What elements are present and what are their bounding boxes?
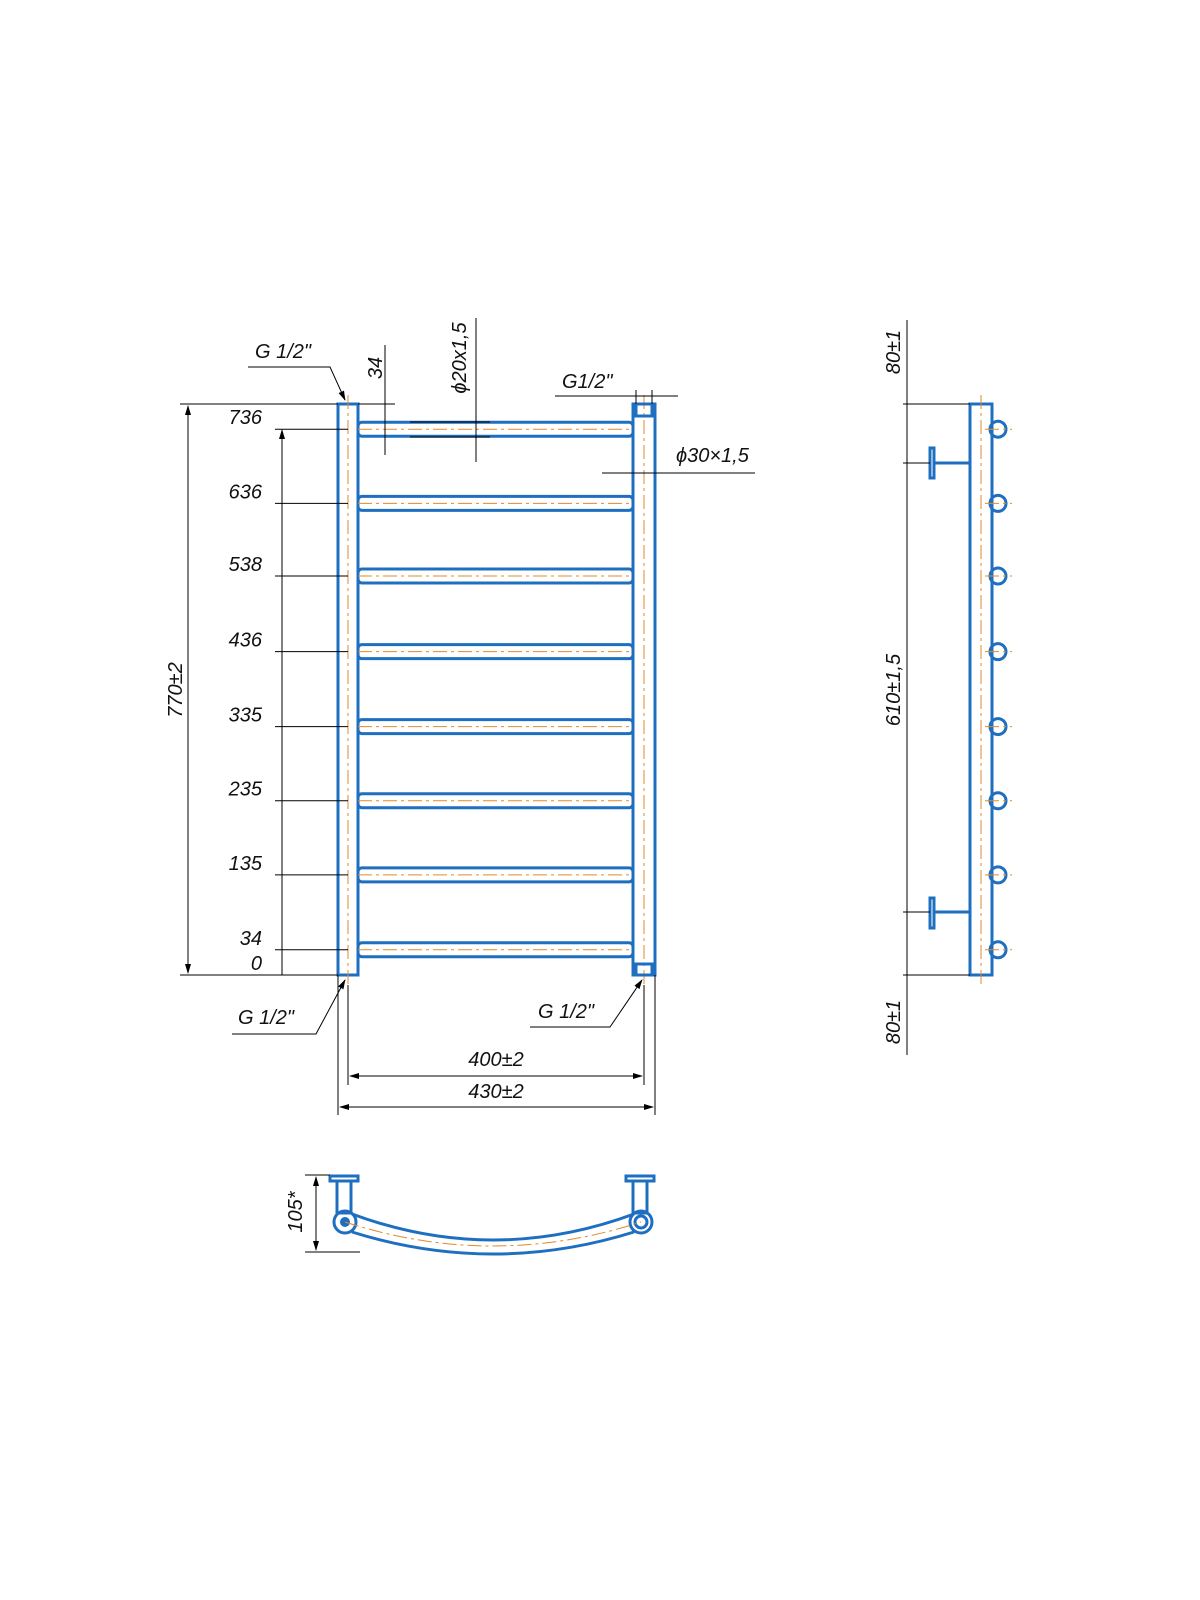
right-top-fitting <box>634 402 654 418</box>
side-mount-spacing-label: 610±1,5 <box>883 653 905 726</box>
height-levels: 736 636 538 436 335 235 135 34 0 <box>228 407 348 976</box>
level-label: 135 <box>229 853 263 875</box>
wall-bracket-bottom <box>928 896 970 930</box>
level-label: 736 <box>229 407 263 429</box>
level-label: 636 <box>229 481 263 503</box>
level-label: 0 <box>251 953 262 975</box>
thread-bottom-left-label: G 1/2" <box>238 1007 295 1029</box>
towel-bars <box>356 420 635 959</box>
thread-top-right-label: G1/2" <box>562 371 613 393</box>
offset-top-label: 34 <box>365 357 387 379</box>
total-width-label: 430±2 <box>468 1081 523 1103</box>
rail-pipe-label: ϕ30×1,5 <box>676 445 750 467</box>
side-top-offset-label: 80±1 <box>883 330 905 374</box>
top-view: 105* <box>285 1174 656 1256</box>
level-label: 538 <box>229 554 262 576</box>
side-view: 80±1 610±1,5 80±1 <box>883 320 1012 1055</box>
total-height-label: 770±2 <box>165 662 187 717</box>
thread-bottom-right-label: G 1/2" <box>538 1001 595 1023</box>
level-label: 436 <box>229 630 263 652</box>
side-bottom-offset-label: 80±1 <box>883 1000 905 1044</box>
level-label: 34 <box>240 928 262 950</box>
center-width-label: 400±2 <box>468 1049 523 1071</box>
level-label: 235 <box>228 779 263 801</box>
right-bottom-fitting <box>634 962 654 977</box>
depth-label: 105* <box>285 1190 307 1232</box>
thread-top-left-label: G 1/2" <box>255 341 312 363</box>
level-label: 335 <box>229 705 263 727</box>
wall-bracket-top <box>928 446 970 480</box>
bar-pipe-label: ϕ20x1,5 <box>449 322 471 394</box>
front-view: 736 636 538 436 335 235 135 34 0 770±2 G 1/2" 34… <box>165 318 755 1115</box>
